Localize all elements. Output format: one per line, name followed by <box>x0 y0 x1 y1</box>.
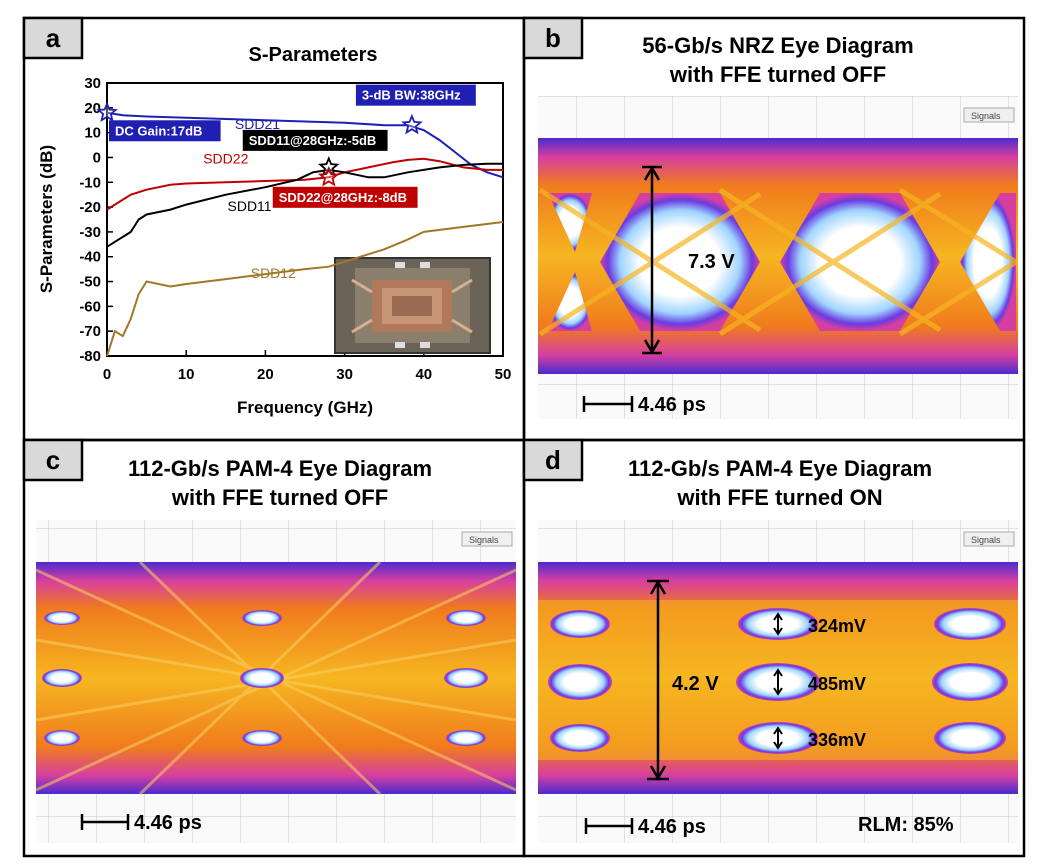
panel-a: S-Parameters 30 20 10 0 -10 -20 -30 -40 -50 -60 -7… <box>37 44 511 417</box>
x-tick-label: 10 <box>178 366 195 383</box>
time-scale-label: 4.46 ps <box>638 394 706 416</box>
time-scale-bar <box>582 396 634 412</box>
panel-d-title-line1: 112-Gb/s PAM-4 Eye Diagram <box>628 456 932 481</box>
panel-b-title-line1: 56-Gb/s NRZ Eye Diagram <box>642 33 913 58</box>
annotation-box <box>109 120 221 142</box>
annotation-marker <box>317 165 340 187</box>
amplitude-arrow <box>647 579 669 781</box>
annotation-box <box>272 186 418 208</box>
annotation-label: SDD11@28GHz:-5dB <box>249 133 377 148</box>
eye-amplitude-label: 7.3 V <box>688 251 735 273</box>
y-tick-label: 20 <box>84 100 101 117</box>
series-label-sdd21: SDD21 <box>235 116 280 132</box>
annotation-box <box>242 129 388 151</box>
panel-c-title-line1: 112-Gb/s PAM-4 Eye Diagram <box>128 456 432 481</box>
annotation-marker <box>401 113 423 135</box>
eye-height-bottom: 336mV <box>808 730 866 750</box>
amplitude-arrow <box>642 165 662 355</box>
x-tick-label: 0 <box>103 366 111 383</box>
y-tick-label: -20 <box>79 199 101 216</box>
series-label-sdd11: SDD11 <box>228 198 272 214</box>
annotation-label: DC Gain:17dB <box>115 123 202 138</box>
series-line-sdd12 <box>106 221 504 357</box>
series-label-sdd12: SDD12 <box>251 265 296 281</box>
rlm-label: RLM: 85% <box>858 814 954 836</box>
annotation-label: 3-dB BW:38GHz <box>362 88 461 103</box>
time-scale-bar <box>80 814 130 830</box>
y-tick-label: 30 <box>84 75 101 92</box>
pam4-eye-diagram-ffe-off: Signals <box>35 520 517 843</box>
y-tick-label: -60 <box>79 298 101 315</box>
x-tick-label: 20 <box>257 366 274 383</box>
eye-height-middle: 485mV <box>808 674 866 694</box>
panel-b-title-line2: with FFE turned OFF <box>669 62 886 87</box>
nrz-eye-diagram: Signals <box>538 96 1018 419</box>
y-tick-label: -40 <box>79 249 101 266</box>
x-tick-label: 40 <box>415 366 432 383</box>
x-tick-label: 50 <box>495 366 512 383</box>
y-axis-label: S-Parameters (dB) <box>37 145 56 293</box>
panel-d-title-line2: with FFE turned ON <box>676 485 882 510</box>
time-scale-label: 4.46 ps <box>134 812 202 834</box>
pam4-eye-diagram-ffe-on: Signals <box>538 520 1018 843</box>
series-line-sdd11 <box>106 162 503 248</box>
y-tick-label: -70 <box>79 323 101 340</box>
panel-d-letter: d <box>545 445 561 475</box>
time-scale-label: 4.46 ps <box>638 816 706 838</box>
time-scale-bar <box>584 818 634 834</box>
annotation-group: DC Gain:17dB 3-dB BW:38GHzSDD11@28GHz:-5d… <box>96 84 476 208</box>
x-axis-label: Frequency (GHz) <box>237 398 373 417</box>
annotation-label: SDD22@28GHz:-8dB <box>279 190 407 205</box>
annotation-box <box>355 84 476 106</box>
panel-d-frame <box>522 438 1026 858</box>
panel-c-title-line2: with FFE turned OFF <box>171 485 388 510</box>
series-line-sdd22 <box>106 157 503 211</box>
panel-d: 112-Gb/s PAM-4 Eye Diagram with FFE turn… <box>538 456 1018 843</box>
panel-b-letter: b <box>545 23 561 53</box>
panel-b: 56-Gb/s NRZ Eye Diagram with FFE turned … <box>538 33 1018 419</box>
series-label-sdd22: SDD22 <box>203 151 248 167</box>
y-tick-label: -50 <box>79 274 101 291</box>
annotation-marker <box>96 101 118 123</box>
y-tick-label: -80 <box>79 348 101 365</box>
x-tick-label: 30 <box>336 366 353 383</box>
y-tick-label: -30 <box>79 224 101 241</box>
panel-a-title: S-Parameters <box>249 44 378 66</box>
panel-d-letter-box <box>522 438 584 482</box>
eye-height-top: 324mV <box>808 616 866 636</box>
scope-signals-label: Signals <box>971 111 1001 121</box>
eye-amplitude-label: 4.2 V <box>672 673 719 695</box>
panel-c-letter-box <box>22 438 84 482</box>
y-tick-label: -10 <box>79 174 101 191</box>
scope-signals-label: Signals <box>469 535 499 545</box>
y-tick-label: 10 <box>84 125 101 142</box>
chip-micrograph-image <box>334 257 491 354</box>
series-line-sdd21 <box>106 111 504 179</box>
panel-c-letter: c <box>46 445 60 475</box>
panel-a-letter: a <box>46 23 61 53</box>
panel-a-letter-box <box>22 16 84 60</box>
panel-c: 112-Gb/s PAM-4 Eye Diagram with FFE turn… <box>35 456 517 843</box>
panel-b-letter-box <box>522 16 584 60</box>
eye-height-arrows <box>773 612 783 750</box>
y-tick-label: 0 <box>93 149 101 166</box>
scope-signals-label: Signals <box>971 535 1001 545</box>
